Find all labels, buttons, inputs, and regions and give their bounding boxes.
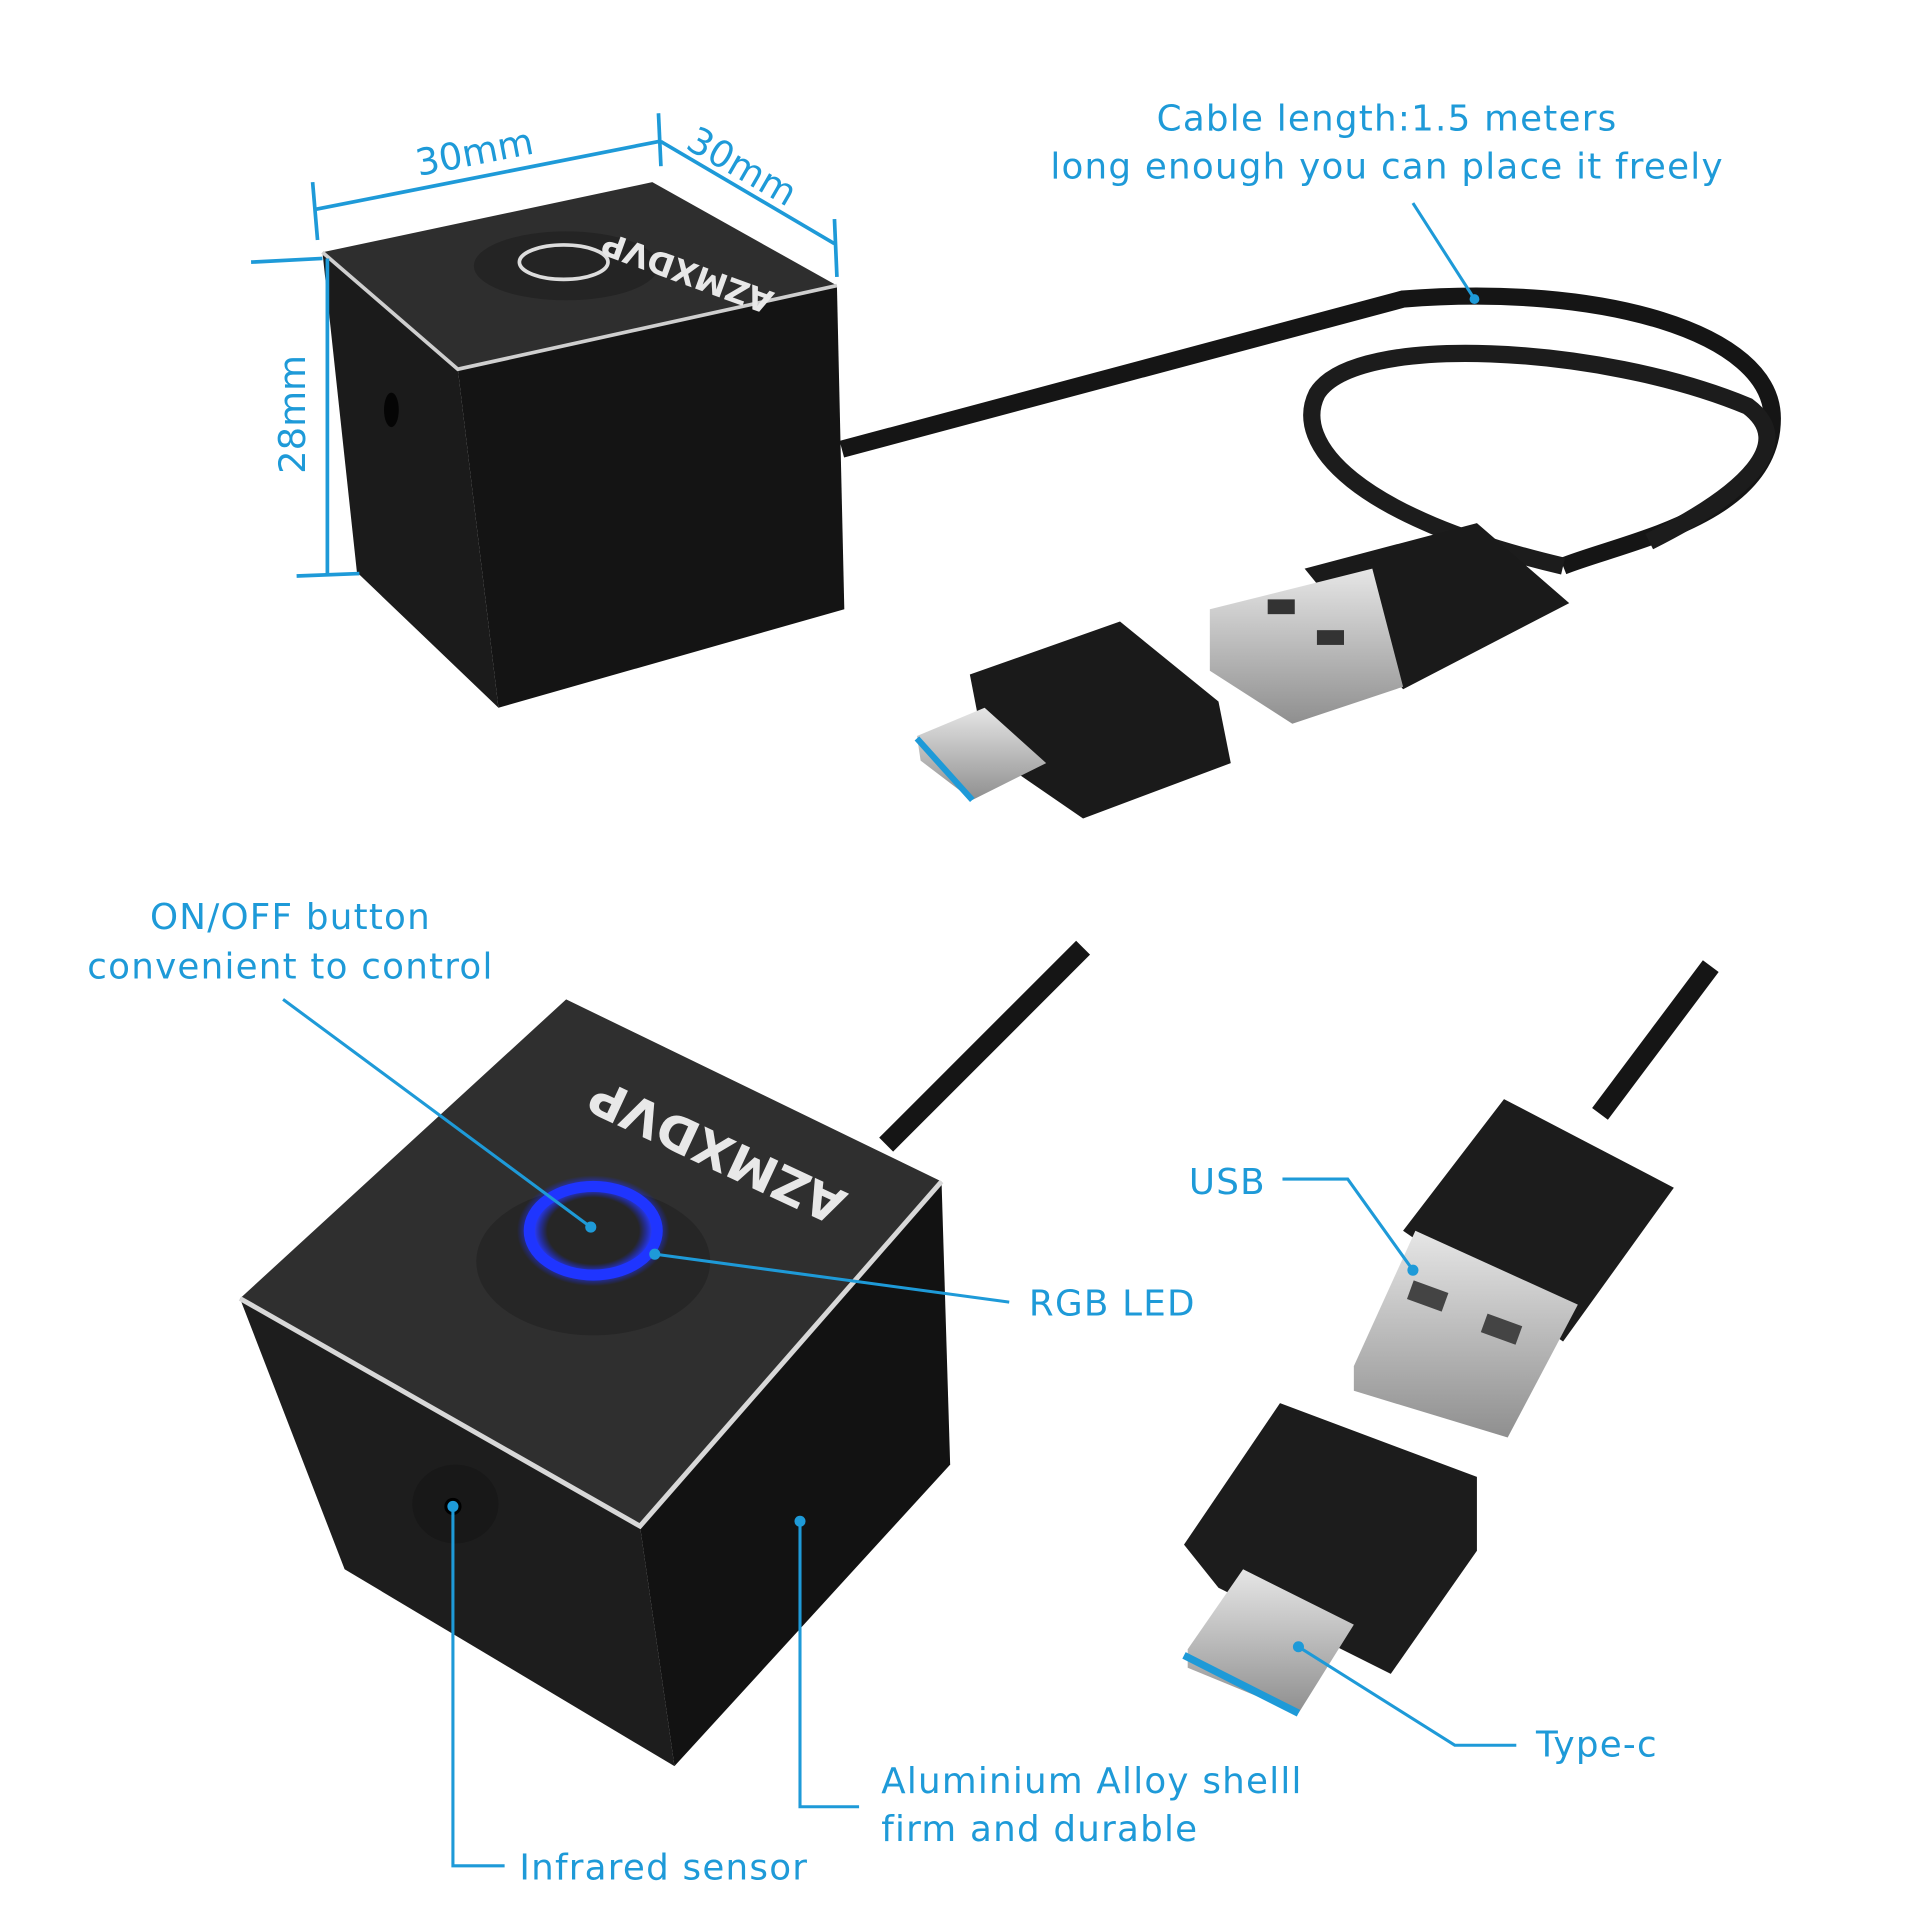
- infrared-sensor-label: Infrared sensor: [519, 1847, 808, 1888]
- dimension-lines: [250, 113, 839, 578]
- usb-label: USB: [1189, 1162, 1266, 1203]
- top-cube: AZMXDVP: [321, 182, 845, 708]
- led-leader-line: [654, 1252, 1010, 1304]
- shell-leader-line: [798, 1521, 860, 1809]
- usb-leader-line: [1282, 1177, 1415, 1272]
- shell-description-label: firm and durable: [881, 1809, 1198, 1850]
- bottom-cable: [879, 940, 1091, 1152]
- cable-leader-line: [1411, 202, 1476, 300]
- height-dimension: 28mm: [271, 355, 314, 474]
- typec-label: Type-c: [1535, 1724, 1658, 1765]
- onoff-description-label: convenient to control: [87, 946, 493, 987]
- shell-label: Aluminium Alloy shelll: [881, 1761, 1302, 1802]
- power-button-icon: [517, 243, 610, 282]
- typec-adapter: [1182, 1403, 1477, 1717]
- onoff-button-label: ON/OFF button: [150, 897, 431, 938]
- usb-connector: [1353, 1099, 1674, 1438]
- cable-description-label: long enough you can place it freely: [1050, 146, 1723, 187]
- top-usb-connector: [1209, 523, 1570, 724]
- infrared-sensor-hole: [384, 392, 399, 428]
- typec-leader-line: [1297, 1645, 1517, 1747]
- usb-cable: [1592, 960, 1719, 1120]
- width-dimension: 30mm: [412, 120, 537, 185]
- cable-length-label: Cable length:1.5 meters: [1157, 98, 1618, 139]
- top-typec-adapter: [914, 621, 1231, 819]
- bottom-cube: AZMXDVP: [238, 999, 951, 1767]
- button-leader-line: [282, 998, 592, 1229]
- infrared-leader-line: [451, 1506, 505, 1868]
- depth-dimension: 30mm: [680, 118, 804, 215]
- top-cable: [839, 287, 1781, 575]
- rgb-led-label: RGB LED: [1029, 1284, 1196, 1325]
